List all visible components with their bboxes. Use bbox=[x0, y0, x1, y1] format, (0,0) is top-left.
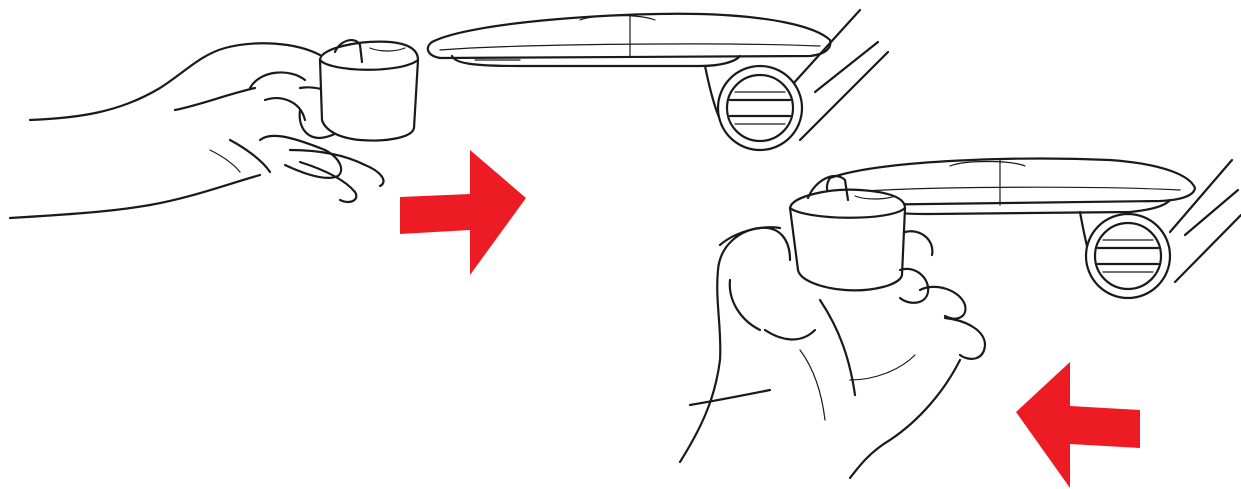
device-body-bottom bbox=[825, 157, 1197, 216]
tilt-knob-bottom bbox=[1078, 210, 1172, 300]
tilt-knob-top bbox=[703, 64, 804, 152]
round-cap-right bbox=[788, 174, 907, 292]
support-arm-bottom bbox=[1168, 158, 1241, 284]
round-cap-left bbox=[318, 39, 420, 142]
hand-right bbox=[678, 226, 987, 480]
direction-arrow-left bbox=[1016, 362, 1140, 488]
direction-arrow-right bbox=[400, 150, 526, 275]
device-body-top bbox=[426, 12, 832, 68]
hand-left bbox=[8, 42, 385, 220]
support-arm-top bbox=[790, 8, 890, 142]
